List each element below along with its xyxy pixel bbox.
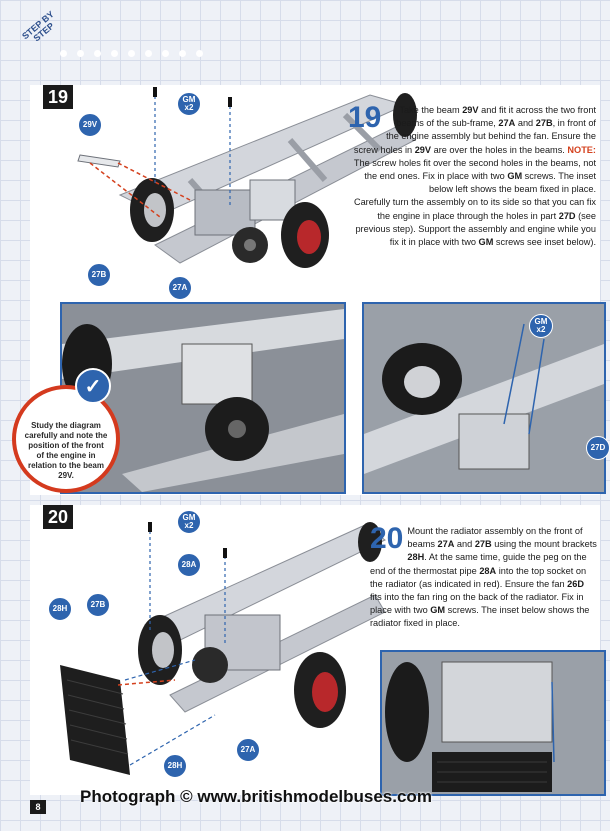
callout-27b-step19: 27B	[87, 263, 111, 287]
callout-27a-step20: 27A	[236, 738, 260, 762]
step19-number: 19	[43, 85, 73, 109]
check-icon: ✓	[75, 368, 111, 404]
page-header: STEP BY STEP	[0, 0, 600, 70]
radiator-fixed-photo	[382, 652, 604, 794]
callout-27b-step20: 27B	[86, 593, 110, 617]
callout-28a: 28A	[177, 553, 201, 577]
step20-number: 20	[43, 505, 73, 529]
callout-27d: 27D	[586, 436, 610, 460]
photo-watermark: Photograph © www.britishmodelbuses.com	[80, 787, 432, 806]
step19-big-number: 19	[348, 101, 382, 134]
callout-28h-bottom: 28H	[163, 754, 187, 778]
callout-gm-step19: GM x2	[177, 92, 201, 116]
page-number: 8	[30, 800, 46, 814]
beam-fixed-photo	[62, 304, 344, 492]
callout-29v: 29V	[78, 113, 102, 137]
engine-fixed-photo	[364, 304, 604, 492]
callout-gm-step20: GM x2	[177, 510, 201, 534]
step19-inset-right: GM x2 27D	[362, 302, 610, 494]
callout-gm-inset: GM x2	[529, 314, 553, 338]
step20-big-number: 20	[370, 522, 404, 555]
step20-inset	[380, 650, 606, 796]
header-dots	[60, 50, 203, 57]
study-tip: Study the diagram carefully and note the…	[12, 385, 120, 493]
step20-radiator-illustration	[60, 522, 386, 775]
callout-28h-top: 28H	[48, 597, 72, 621]
step19-chassis-illustration	[77, 87, 417, 268]
note-label: NOTE:	[567, 144, 596, 155]
step19-inset-left	[60, 302, 346, 494]
callout-27a-step19: 27A	[168, 276, 192, 300]
section-tag: STEP BY STEP	[20, 9, 62, 48]
